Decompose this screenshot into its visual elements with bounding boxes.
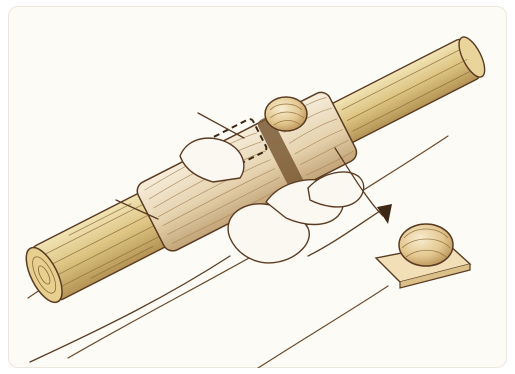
arrow-head-icon bbox=[377, 204, 392, 224]
knob bbox=[265, 97, 307, 131]
detached-knob bbox=[376, 224, 470, 288]
sketch-illustration bbox=[8, 6, 507, 368]
illustration-card bbox=[8, 6, 507, 368]
